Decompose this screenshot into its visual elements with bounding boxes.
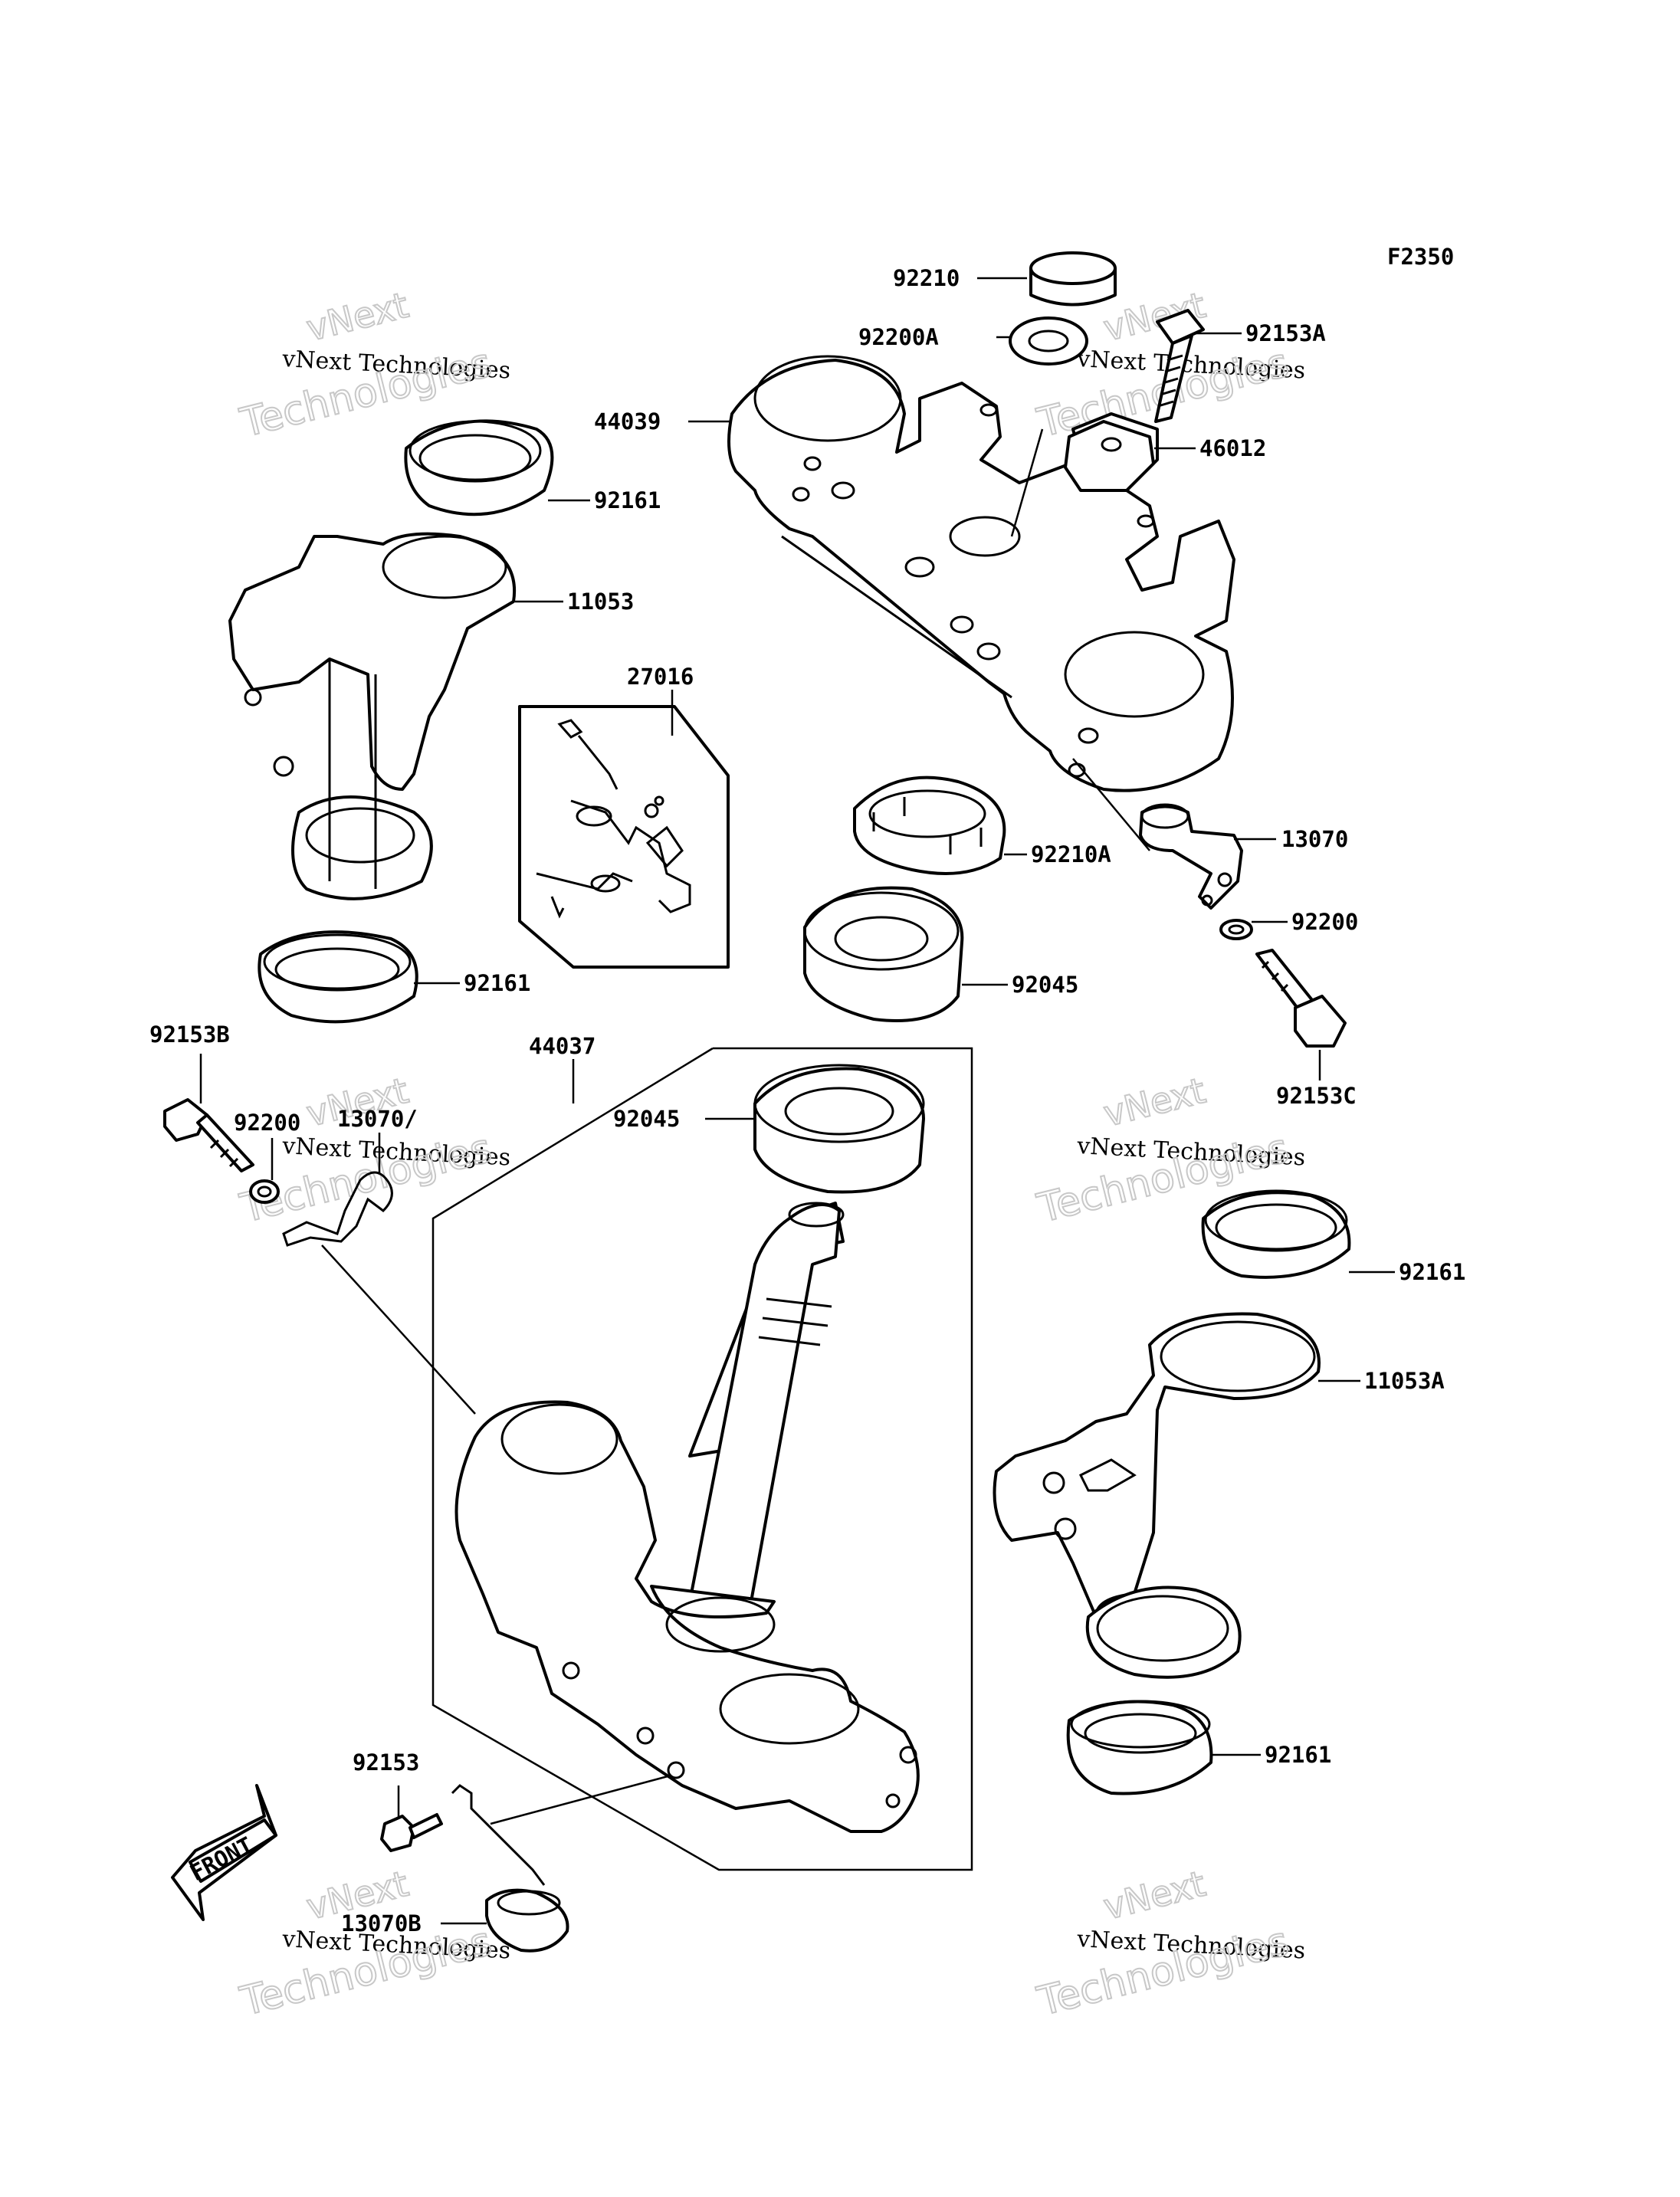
label-46012: 46012 — [1199, 435, 1266, 461]
bolt-92153c — [1255, 949, 1347, 1048]
label-13070b: 13070B — [341, 1910, 422, 1936]
label-11053: 11053 — [567, 589, 634, 615]
guide-13070b — [490, 1774, 671, 1825]
front-arrow: FRONT — [171, 1784, 277, 1921]
label-92045-l: 92045 — [613, 1106, 680, 1132]
washer-92200-left — [249, 1179, 280, 1204]
clamp-13070 — [1139, 803, 1243, 910]
label-92210: 92210 — [893, 265, 960, 291]
guide-line — [1010, 428, 1044, 537]
label-92153c: 92153C — [1276, 1083, 1357, 1109]
label-27016: 27016 — [627, 664, 694, 690]
cover-11053 — [228, 532, 517, 900]
label-92161-lr: 92161 — [1265, 1742, 1331, 1768]
seal-92161-upper-right — [1201, 1189, 1351, 1279]
label-13070a: 13070/ — [337, 1106, 418, 1132]
bolt-92153 — [380, 1813, 443, 1852]
bolt-92153b — [163, 1098, 254, 1172]
watermark-mid-left: vNext vNext Technologies Technologies — [235, 1069, 511, 1233]
label-92153a: 92153A — [1245, 320, 1326, 346]
bolt-92153a — [1154, 309, 1205, 423]
label-44039: 44039 — [594, 408, 661, 434]
watermark-text: vNext — [1100, 1070, 1209, 1135]
label-92200-r: 92200 — [1291, 909, 1358, 935]
washer-92200a — [1009, 316, 1088, 366]
label-11053a: 11053A — [1364, 1368, 1445, 1394]
seal-92161-lower-right — [1066, 1700, 1213, 1795]
guide-13070 — [1072, 758, 1150, 851]
cover-11053a — [993, 1312, 1321, 1679]
label-92045-u: 92045 — [1012, 972, 1078, 998]
label-92200a: 92200A — [858, 324, 939, 350]
figure-code: F2350 — [1387, 244, 1454, 270]
holder-46012 — [1064, 420, 1155, 492]
seal-92161-upper-left — [404, 419, 554, 516]
bearing-92045-upper — [803, 886, 964, 1022]
lock-assy-27016 — [518, 705, 730, 969]
label-92153: 92153 — [353, 1749, 419, 1776]
washer-92200-right — [1219, 919, 1253, 940]
label-92200-l: 92200 — [234, 1110, 300, 1136]
watermark-bottom-right: vNext vNext Technologies Technologies — [1032, 1862, 1306, 2026]
label-44037: 44037 — [529, 1033, 596, 1059]
seal-92161-lower-left — [258, 930, 418, 1024]
cap-92210 — [1029, 251, 1117, 307]
watermark-text: vNext — [303, 284, 412, 349]
label-92210a: 92210A — [1031, 841, 1111, 867]
bearing-92045-lower — [753, 1064, 925, 1194]
clamp-13070a — [282, 1171, 393, 1247]
label-13070: 13070 — [1281, 826, 1348, 852]
watermark-bottom-left: vNext vNext Technologies Technologies — [235, 1862, 511, 2026]
label-92153b: 92153B — [149, 1021, 230, 1048]
clamp-13070b — [451, 1784, 569, 1953]
stem-44037 — [321, 1047, 973, 1871]
label-92161-ul: 92161 — [594, 487, 661, 513]
label-92161-ur: 92161 — [1399, 1259, 1465, 1285]
nut-92210a — [853, 776, 1006, 875]
watermark-text: vNext — [1100, 1863, 1209, 1928]
label-92161-ll: 92161 — [464, 970, 530, 996]
